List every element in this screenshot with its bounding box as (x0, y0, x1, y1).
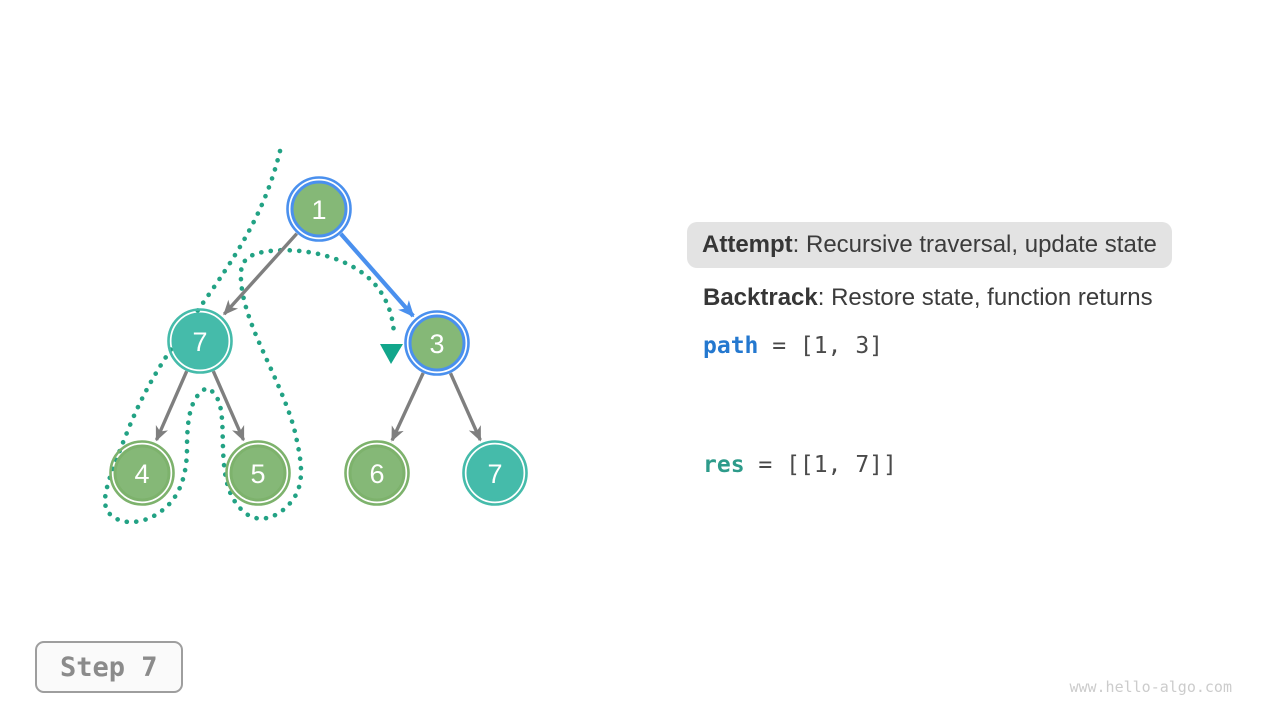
step-badge-label: Step 7 (60, 651, 158, 683)
backtrack-annotation-label: Backtrack (703, 284, 818, 311)
tree-node-1: 1 (286, 176, 352, 242)
tree-node-4: 4 (109, 440, 175, 506)
attempt-annotation-label: Attempt (702, 231, 793, 258)
res-variable-value: = [[1, 7]] (744, 452, 897, 478)
edge-1-to-3-active (339, 232, 415, 318)
tree-node-7-left: 7 (167, 308, 233, 374)
tree-node-6: 6 (344, 440, 410, 506)
node-5-label: 5 (250, 459, 265, 489)
res-variable-name: res (703, 452, 745, 478)
edge-7-to-5 (211, 370, 246, 442)
attempt-annotation: Attempt: Recursive traversal, update sta… (687, 222, 1172, 268)
attempt-annotation-text: : Recursive traversal, update state (792, 231, 1157, 258)
node-6-label: 6 (369, 459, 384, 489)
tree-node-5: 5 (225, 440, 291, 506)
res-variable-line: res = [[1, 7]] (703, 452, 897, 480)
tree-node-3: 3 (404, 310, 470, 376)
edge-7-to-4 (154, 370, 189, 442)
node-3-label: 3 (429, 329, 444, 359)
edge-1-to-7 (222, 232, 299, 316)
node-7-right-label: 7 (487, 459, 502, 489)
path-variable-line: path = [1, 3] (703, 333, 883, 361)
edge-3-to-6 (390, 372, 425, 442)
path-variable-name: path (703, 333, 759, 359)
path-variable-value: = [1, 3] (758, 333, 884, 359)
tree-node-7-right: 7 (462, 440, 528, 506)
backtrack-annotation: Backtrack: Restore state, function retur… (703, 284, 1153, 313)
current-position-arrowhead-icon (380, 344, 403, 364)
node-7-left-label: 7 (192, 327, 207, 357)
node-1-label: 1 (311, 195, 326, 225)
edge-3-to-7 (448, 372, 482, 442)
backtrack-annotation-text: : Restore state, function returns (817, 284, 1153, 311)
node-4-label: 4 (134, 459, 149, 489)
watermark-url: www.hello-algo.com (1069, 678, 1232, 696)
step-badge: Step 7 (35, 641, 183, 693)
